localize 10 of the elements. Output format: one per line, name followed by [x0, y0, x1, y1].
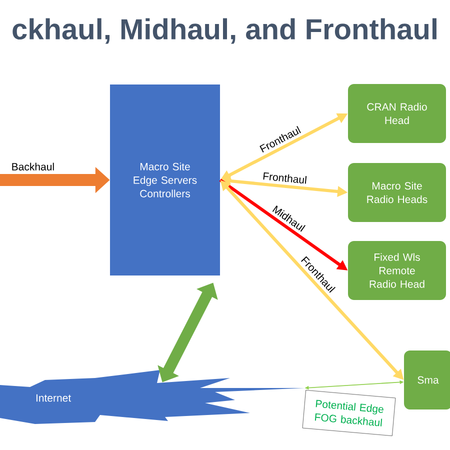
edge-label: Fronthaul — [263, 172, 307, 184]
server-box: Macro Site Edge Servers Controllers — [110, 84, 220, 276]
radio-head-box: CRAN Radio Head — [348, 84, 446, 143]
radio-head-box: Sma — [404, 350, 450, 410]
edge-label: Backhaul — [12, 162, 54, 170]
radio-head-box: Fixed Wls Remote Radio Head — [348, 241, 446, 300]
note-box: Potential Edge FOG backhaul — [302, 390, 396, 436]
title: ckhaul, Midhaul, and Fronthaul — [12, 18, 436, 44]
internet-cloud: Internet — [0, 370, 305, 424]
radio-head-box: Macro Site Radio Heads — [348, 163, 446, 222]
